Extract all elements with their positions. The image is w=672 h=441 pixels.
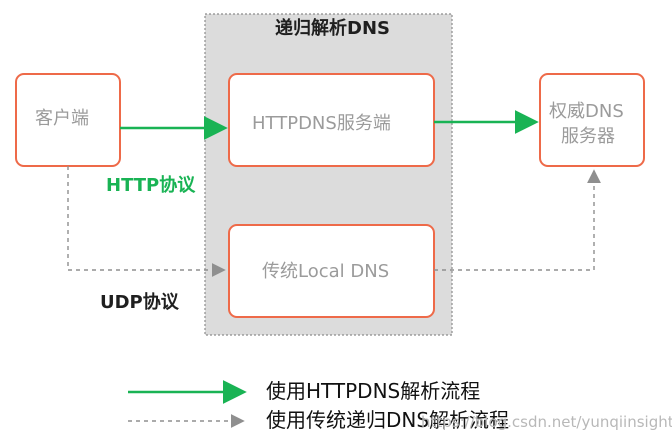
local-dns-to-authoritative-dashed-path (434, 169, 601, 271)
authoritative-dns-box (539, 73, 645, 167)
authoritative-dns-label-line1: 权威DNS (549, 101, 624, 122)
region-title: 递归解析DNS (275, 18, 390, 39)
local-dns-label: 传统Local DNS (262, 261, 390, 282)
httpdns-service-label: HTTPDNS服务端 (252, 113, 391, 134)
legend-httpdns-flow: 使用HTTPDNS解析流程 (266, 379, 481, 403)
httpdns-service-box (228, 73, 435, 167)
authoritative-dns-label-line2: 服务器 (561, 126, 615, 147)
udp-protocol-label: UDP协议 (100, 292, 179, 313)
client-label: 客户端 (35, 108, 89, 129)
legend-traditional-flow: 使用传统递归DNS解析流程 (266, 408, 510, 432)
client-to-local-dns-dashed-path (67, 166, 226, 277)
http-protocol-label: HTTP协议 (106, 175, 196, 196)
local-dns-box (228, 224, 435, 318)
watermark-text: https://blog.csdn.net/yunqiinsight (421, 413, 672, 431)
